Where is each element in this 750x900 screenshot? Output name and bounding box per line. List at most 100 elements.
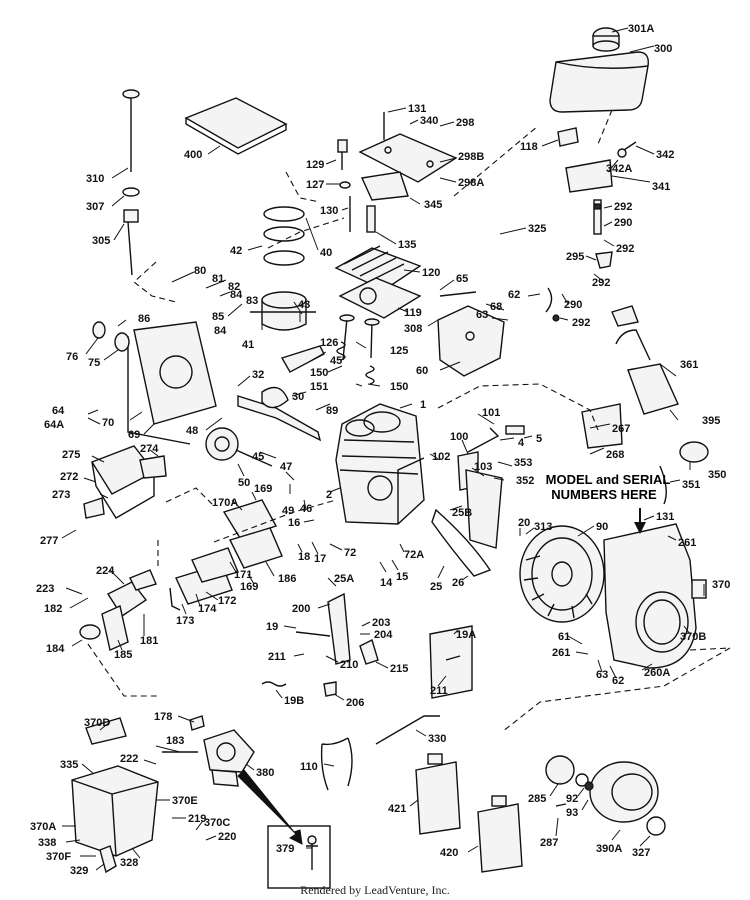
intake-gasket-part: [169, 499, 283, 611]
callout-272: 272: [60, 471, 78, 483]
callout-222: 222: [120, 753, 138, 765]
callout-93: 93: [566, 807, 578, 819]
callout-75: 75: [88, 357, 100, 369]
callout-200: 200: [292, 603, 310, 615]
piston-part: [250, 206, 316, 331]
callout-47: 47: [280, 461, 292, 473]
callout-267: 267: [612, 423, 630, 435]
callout-335: 335: [60, 759, 78, 771]
callout-80: 80: [194, 265, 206, 277]
callout-68: 68: [490, 301, 502, 313]
callout-340: 340: [420, 115, 438, 127]
callout-151: 151: [310, 381, 328, 393]
callout-84-b: 84: [214, 325, 227, 337]
callout-287: 287: [540, 837, 558, 849]
callout-173: 173: [176, 615, 194, 627]
fuel-tank-part: [549, 27, 649, 113]
callout-86: 86: [138, 313, 150, 325]
callout-211-a: 211: [268, 651, 286, 663]
callout-64A: 64A: [44, 419, 64, 431]
callout-65: 65: [456, 273, 468, 285]
callout-49: 49: [282, 505, 294, 517]
callout-70: 70: [102, 417, 114, 429]
callout-84-a: 84: [230, 289, 243, 301]
callout-206: 206: [346, 697, 364, 709]
callout-150-a: 150: [310, 367, 328, 379]
callout-169-b: 169: [240, 581, 258, 593]
callout-370: 370: [712, 579, 730, 591]
callout-292-d: 292: [572, 317, 590, 329]
callout-298B: 298B: [458, 151, 484, 163]
callout-184: 184: [46, 643, 65, 655]
callout-273: 273: [52, 489, 70, 501]
head-bolt-part: [337, 139, 376, 233]
muffler-part: [83, 445, 167, 519]
callout-351: 351: [682, 479, 700, 491]
callout-102: 102: [432, 451, 450, 463]
callout-125: 125: [390, 345, 408, 357]
callout-328: 328: [120, 857, 138, 869]
callout-63-b: 63: [596, 669, 608, 681]
callout-60: 60: [416, 365, 428, 377]
callout-61: 61: [558, 631, 570, 643]
shroud-part: [603, 523, 707, 669]
callout-224: 224: [96, 565, 115, 577]
callout-100: 100: [450, 431, 468, 443]
callout-390A: 390A: [596, 843, 622, 855]
governor-lever-part: [261, 592, 379, 697]
callout-17: 17: [314, 553, 326, 565]
callout-379: 379: [276, 843, 294, 855]
callout-135: 135: [398, 239, 416, 251]
callout-345: 345: [424, 199, 442, 211]
callout-83: 83: [246, 295, 258, 307]
callout-292-c: 292: [592, 277, 610, 289]
callout-172: 172: [218, 595, 236, 607]
callout-350: 350: [708, 469, 726, 481]
callout-170A: 170A: [212, 497, 238, 509]
callout-50: 50: [238, 477, 250, 489]
callout-81: 81: [212, 273, 224, 285]
callout-353: 353: [514, 457, 532, 469]
callout-204: 204: [374, 629, 393, 641]
callout-69: 69: [128, 429, 140, 441]
callout-64: 64: [52, 405, 65, 417]
callout-223: 223: [36, 583, 54, 595]
callout-370F: 370F: [46, 851, 71, 863]
callout-129: 129: [306, 159, 324, 171]
callout-171: 171: [234, 569, 252, 581]
callout-211-b: 211: [430, 685, 448, 697]
callout-338: 338: [38, 837, 56, 849]
callout-380: 380: [256, 767, 274, 779]
callout-62-b: 62: [612, 675, 624, 687]
leader-lines: [61, 27, 705, 871]
callout-131-a: 131: [408, 103, 426, 115]
spark-plug-boot-part: [659, 441, 709, 505]
linkage-bracket-part: [429, 625, 473, 699]
callout-14: 14: [380, 577, 393, 589]
callout-292-b: 292: [616, 243, 634, 255]
callout-45-b: 45: [252, 451, 264, 463]
callout-72: 72: [344, 547, 356, 559]
callout-4: 4: [518, 437, 525, 449]
callout-119: 119: [404, 307, 422, 319]
callout-329: 329: [70, 865, 88, 877]
flywheel-part: [519, 525, 605, 623]
ignition-module-part: [581, 305, 679, 449]
callout-181: 181: [140, 635, 158, 647]
inset-box: [267, 825, 331, 889]
callout-19A: 19A: [456, 629, 476, 641]
callout-25: 25: [430, 581, 442, 593]
callout-130: 130: [320, 205, 338, 217]
callout-101: 101: [482, 407, 500, 419]
callout-63-a: 63: [476, 309, 488, 321]
callout-90: 90: [596, 521, 608, 533]
callout-298: 298: [456, 117, 474, 129]
valve-part: [336, 314, 380, 385]
callout-219: 219: [188, 813, 206, 825]
callout-308: 308: [404, 323, 422, 335]
callout-19: 19: [266, 621, 278, 633]
callout-32: 32: [252, 369, 264, 381]
callout-25A: 25A: [334, 573, 354, 585]
callout-182: 182: [44, 603, 62, 615]
